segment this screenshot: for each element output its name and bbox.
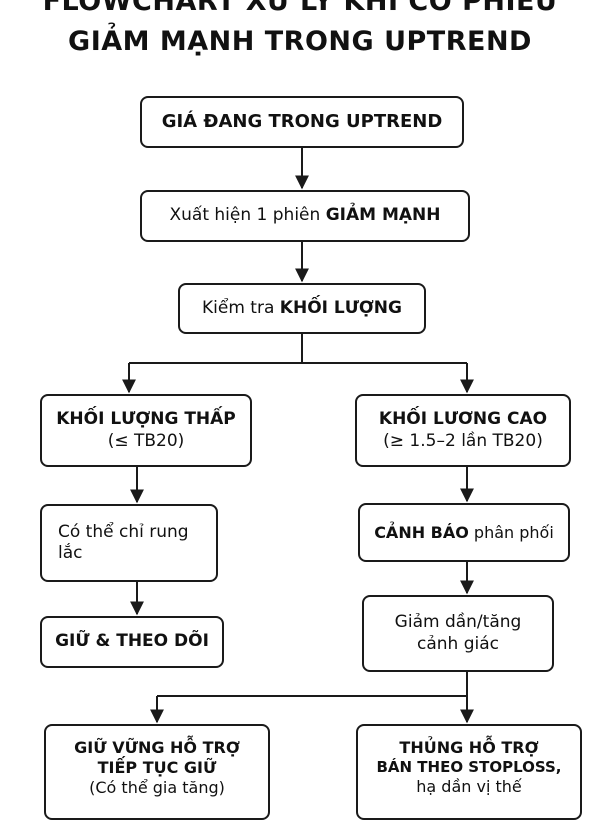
node-strong-drop-text: Xuất hiện 1 phiên — [169, 205, 326, 226]
node-support-broken-action: BÁN THEO STOPLOSS, — [376, 758, 562, 776]
node-high-volume-title: KHỐI LƯƠNG CAO — [378, 409, 548, 430]
node-reduce-position-label: Giảm dần/tăng cảnh giác — [394, 612, 522, 654]
node-support-held-action: TIẾP TỤC GIỮ — [97, 758, 217, 777]
node-volume-check-text: Kiểm tra — [202, 297, 280, 318]
node-low-volume-title: KHỐI LƯỢNG THẤP — [56, 409, 236, 430]
node-strong-drop-label: Xuất hiện 1 phiên GIẢM MẠNH — [170, 205, 441, 226]
node-support-broken-note: hạ dần vị thế — [416, 776, 522, 796]
node-distribution-warning-text: phân phối — [468, 522, 554, 542]
node-low-volume: KHỐI LƯỢNG THẤP (≤ TB20) — [40, 394, 252, 467]
node-shakeout: Có thể chỉ rung lắc — [40, 504, 218, 582]
node-uptrend: GIÁ ĐANG TRONG UPTREND — [140, 96, 464, 148]
node-distribution-warning-emphasis: CẢNH BÁO — [374, 522, 469, 542]
node-volume-check: Kiểm tra KHỐI LƯỢNG — [178, 283, 426, 334]
node-volume-check-emphasis: KHỐI LƯỢNG — [279, 297, 402, 318]
node-distribution-warning: CẢNH BÁO phân phối — [358, 503, 570, 562]
node-distribution-warning-label: CẢNH BÁO phân phối — [374, 523, 554, 543]
node-volume-check-label: Kiểm tra KHỐI LƯỢNG — [202, 298, 402, 319]
node-uptrend-label: GIÁ ĐANG TRONG UPTREND — [161, 110, 443, 132]
node-hold-watch-label: GIỮ & THEO DÕI — [55, 631, 209, 652]
node-support-broken: THỦNG HỖ TRỢ BÁN THEO STOPLOSS, hạ dần v… — [356, 724, 582, 820]
node-hold-watch: GIỮ & THEO DÕI — [40, 616, 224, 668]
node-support-held-title: GIỮ VỮNG HỖ TRỢ — [74, 738, 240, 757]
chart-title-line-1: FLOWCHART XỬ LÝ KHI CÓ PHIẾU — [42, 0, 558, 17]
node-support-broken-title: THỦNG HỖ TRỢ — [399, 738, 539, 757]
node-low-volume-detail: (≤ TB20) — [107, 430, 185, 451]
node-strong-drop-emphasis: GIẢM MẠNH — [325, 205, 441, 226]
chart-title-line-2: GIẢM MẠNH TRONG UPTREND — [68, 26, 532, 57]
node-strong-drop: Xuất hiện 1 phiên GIẢM MẠNH — [140, 190, 470, 242]
node-shakeout-label: Có thể chỉ rung lắc — [58, 521, 189, 563]
node-reduce-position: Giảm dần/tăng cảnh giác — [362, 595, 554, 672]
flow-connectors — [122, 148, 474, 724]
node-high-volume-detail: (≥ 1.5–2 lần TB20) — [383, 430, 543, 451]
node-support-held-note: (Có thể gia tăng) — [89, 778, 225, 797]
node-support-held: GIỮ VỮNG HỖ TRỢ TIẾP TỤC GIỮ (Có thể gia… — [44, 724, 270, 820]
node-high-volume: KHỐI LƯƠNG CAO (≥ 1.5–2 lần TB20) — [355, 394, 571, 467]
